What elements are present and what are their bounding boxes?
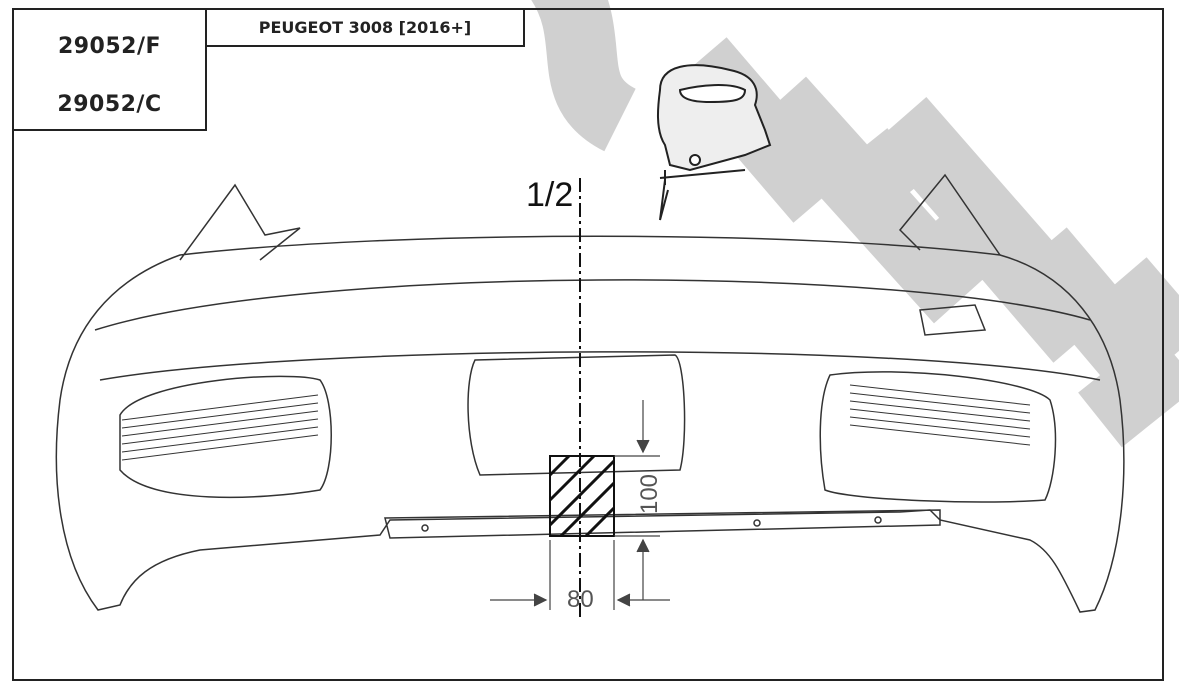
bumper-outline — [55, 235, 1125, 613]
vehicle-title: PEUGEOT 3008 [2016+] — [205, 8, 525, 47]
dimension-lines — [490, 400, 670, 610]
left-vent — [119, 375, 332, 499]
hatching — [548, 454, 616, 538]
part-code-box: 29052/F 29052/C — [12, 8, 207, 131]
right-vent — [819, 371, 1057, 503]
centerline-label: 1/2 — [526, 176, 574, 214]
part-code-f: 29052/F — [57, 34, 162, 59]
dimension-width: 80 — [567, 586, 594, 613]
cutout-area — [549, 455, 615, 537]
part-code-c: 29052/C — [57, 92, 162, 117]
dimension-height: 100 — [636, 473, 664, 515]
plate-recess — [467, 354, 686, 476]
drawing-frame — [12, 8, 1164, 681]
jigsaw-icon — [657, 64, 772, 221]
